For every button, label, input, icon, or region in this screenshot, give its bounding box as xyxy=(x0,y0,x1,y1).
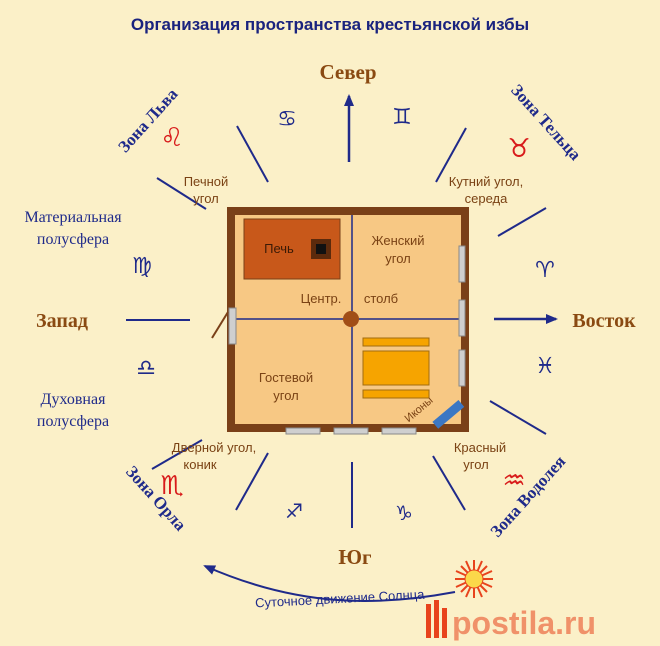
direction-north: Север xyxy=(319,60,376,84)
corner-door-line1: Дверной угол, xyxy=(172,440,256,455)
door-frame xyxy=(228,307,237,345)
zodiac-aries-icon: ♈ xyxy=(535,258,555,283)
stove-label: Печь xyxy=(264,241,294,256)
ray-nnw xyxy=(236,125,269,183)
window-east-3 xyxy=(458,349,466,387)
zodiac-taurus-icon: ♉ xyxy=(507,134,530,164)
zodiac-leo-icon: ♌ xyxy=(160,123,183,153)
zone-aquarius: Зона Водолея xyxy=(487,452,570,541)
center-label-a: Центр. xyxy=(301,291,342,306)
window-east-2 xyxy=(458,299,466,337)
window-south-2 xyxy=(333,427,369,435)
zodiac-virgo-icon: ♍ xyxy=(132,254,152,279)
ray-nww xyxy=(156,177,207,210)
watermark-logo-icon xyxy=(426,600,447,638)
direction-south: Юг xyxy=(338,545,371,569)
guest-corner-line2: угол xyxy=(273,388,299,403)
stove-firebox-inner xyxy=(316,244,326,254)
hemisphere-spiritual-line1: Духовная xyxy=(41,391,107,408)
radial-rays xyxy=(126,125,547,528)
ray-sse xyxy=(432,455,466,511)
corner-stove-line1: Печной xyxy=(184,174,229,189)
corner-red-line2: угол xyxy=(463,457,489,472)
house-plan xyxy=(211,207,469,435)
bench-top xyxy=(362,337,430,347)
sun-path-arc xyxy=(203,565,456,602)
corner-red-line1: Красный xyxy=(454,440,506,455)
window-east-1 xyxy=(458,245,466,283)
center-pillar xyxy=(343,311,359,327)
zodiac-pisces-icon: ♓ xyxy=(535,354,555,379)
ray-nee xyxy=(497,207,547,237)
ray-see xyxy=(489,400,547,435)
zodiac-gemini-icon: ♊ xyxy=(392,105,412,130)
window-south-3 xyxy=(381,427,417,435)
zodiac-capricorn-icon: ♑ xyxy=(395,501,413,525)
door-leaf xyxy=(211,311,229,339)
corner-kutny-line2: середа xyxy=(465,191,508,206)
female-corner-line2: угол xyxy=(385,251,411,266)
hemisphere-spiritual-line2: полусфера xyxy=(37,413,109,430)
corner-stove-line2: угол xyxy=(193,191,219,206)
icons-shelf xyxy=(432,400,465,429)
direction-west: Запад xyxy=(36,310,88,332)
hemisphere-material-line1: Материальная xyxy=(24,209,122,226)
zodiac-sagittarius-icon: ♐ xyxy=(285,499,303,523)
watermark-text: postila.ru xyxy=(452,605,596,641)
watermark: postila.ru xyxy=(426,600,596,641)
zodiac-symbols: ♋ ♊ ♌ ♉ ♍ ♈ ♎ ♓ ♏ ♒ ♐ ♑ xyxy=(132,105,555,525)
guest-corner-line1: Гостевой xyxy=(259,370,313,385)
window-south-1 xyxy=(285,427,321,435)
page-title: Организация пространства крестьянской из… xyxy=(131,15,529,34)
female-corner-line1: Женский xyxy=(372,233,425,248)
corner-door-line2: коник xyxy=(183,457,217,472)
zodiac-scorpio-icon: ♏ xyxy=(160,471,183,501)
hemisphere-material-line2: полусфера xyxy=(37,231,109,248)
sun-path-label: Суточное движение Солнца xyxy=(255,587,426,611)
ray-ssw xyxy=(235,452,269,511)
center-label-b: столб xyxy=(364,291,398,306)
zodiac-cancer-icon: ♋ xyxy=(277,107,297,132)
sun-icon xyxy=(455,560,493,598)
table-block xyxy=(362,350,430,386)
direction-east: Восток xyxy=(572,310,636,332)
ray-sww xyxy=(151,439,203,470)
zodiac-aquarius-icon: ♒ xyxy=(502,466,525,496)
zodiac-libra-icon: ♎ xyxy=(136,356,156,381)
corner-kutny-line1: Кутний угол, xyxy=(449,174,523,189)
ray-nne xyxy=(435,127,467,183)
bench-bottom xyxy=(362,389,430,399)
